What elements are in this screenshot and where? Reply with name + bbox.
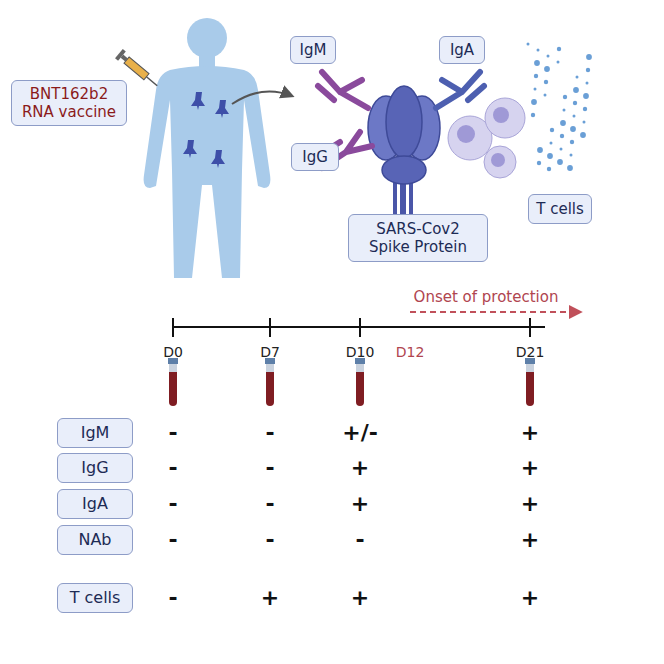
result-mark: -: [168, 493, 177, 515]
day-label: D0: [163, 345, 183, 359]
flow-arrow: [232, 92, 292, 105]
row-header-box: IgA: [57, 489, 133, 519]
result-mark: +: [351, 587, 369, 609]
result-mark: +/-: [342, 422, 378, 444]
onset-label: Onset of protection: [414, 290, 559, 305]
row-header-box: NAb: [57, 525, 133, 555]
component-box: IgG: [291, 143, 339, 171]
result-mark: -: [265, 422, 274, 444]
box-label: T cells: [70, 588, 121, 607]
box-label: IgA: [82, 494, 108, 513]
component-box: T cells: [528, 194, 592, 224]
igm-antibody: [318, 72, 368, 108]
day-label: D12: [396, 345, 425, 359]
result-mark: -: [265, 529, 274, 551]
result-mark: -: [265, 457, 274, 479]
result-mark: +: [521, 493, 539, 515]
component-box: IgM: [290, 36, 336, 64]
person-figure: [144, 18, 271, 278]
result-mark: -: [168, 529, 177, 551]
component-box: SARS-Cov2 Spike Protein: [348, 214, 488, 262]
row-header-box: IgG: [57, 453, 133, 483]
result-mark: +: [351, 493, 369, 515]
protection-arrow: [410, 311, 580, 313]
result-mark: -: [355, 529, 364, 551]
blood-tubes: [168, 358, 535, 406]
day-label: D21: [516, 345, 545, 359]
result-mark: +: [521, 587, 539, 609]
day-label: D10: [346, 345, 375, 359]
result-mark: +: [521, 422, 539, 444]
box-label: BNT162b2 RNA vaccine: [19, 85, 119, 121]
vaccine-box: BNT162b2 RNA vaccine: [11, 80, 127, 126]
result-mark: -: [168, 587, 177, 609]
component-box: IgA: [439, 36, 485, 64]
row-header-box: IgM: [57, 418, 133, 448]
row-header-box: T cells: [57, 583, 133, 613]
result-mark: +: [521, 529, 539, 551]
box-label: IgM: [300, 41, 327, 59]
box-label: IgM: [81, 423, 110, 442]
box-label: IgG: [81, 458, 108, 477]
result-mark: -: [265, 493, 274, 515]
t-cell-figure: [448, 98, 525, 178]
box-label: IgG: [302, 148, 328, 166]
result-mark: -: [168, 422, 177, 444]
box-label: NAb: [78, 530, 111, 549]
result-mark: -: [168, 457, 177, 479]
cytokine-dots: [527, 43, 592, 172]
timeline: [173, 318, 545, 337]
result-mark: +: [261, 587, 279, 609]
spike-protein: [368, 86, 440, 222]
result-mark: +: [521, 457, 539, 479]
box-label: T cells: [536, 200, 584, 218]
iga-antibody: [436, 72, 484, 108]
spike-icons: [183, 92, 229, 168]
result-mark: +: [351, 457, 369, 479]
box-label: SARS-Cov2 Spike Protein: [356, 220, 480, 256]
box-label: IgA: [450, 41, 474, 59]
day-label: D7: [260, 345, 280, 359]
